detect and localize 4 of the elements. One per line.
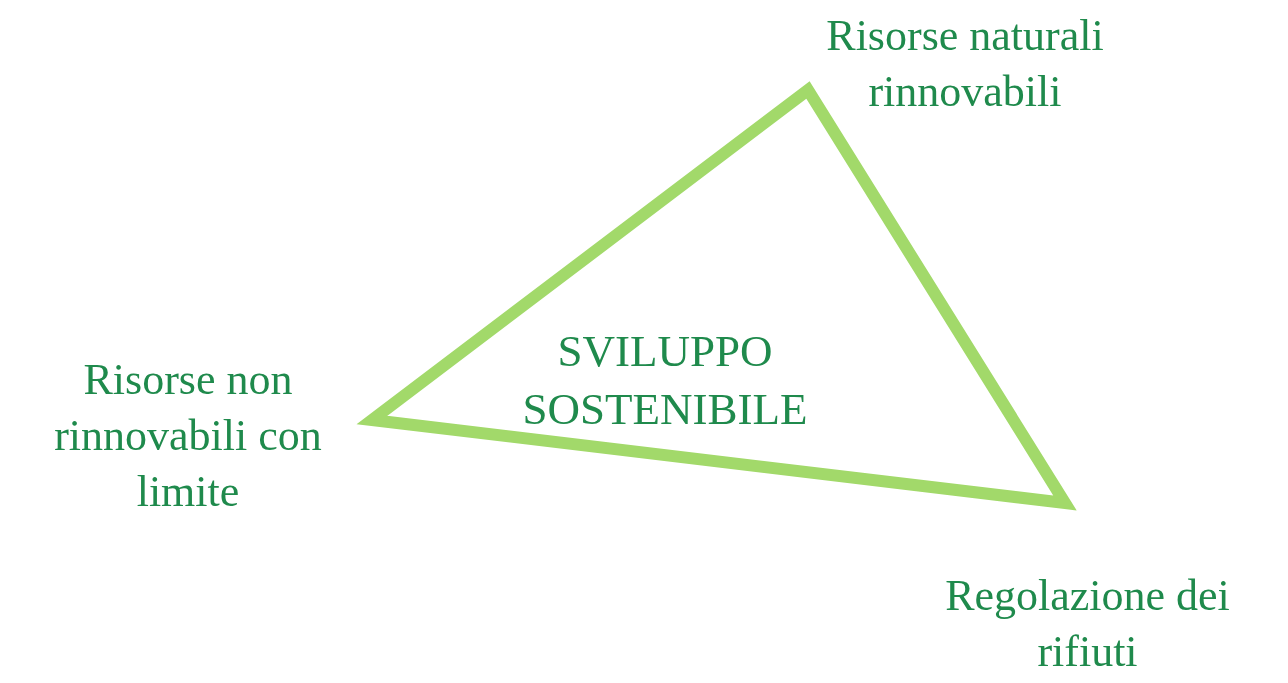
corner-label: Regolazione dei rifiuti [944, 570, 1231, 678]
corner-label: Risorse naturali rinnovabili [825, 10, 1105, 118]
corner-label: Risorse non rinnovabili con limite [53, 354, 323, 518]
center-title: SVILUPPO SOSTENIBILE [521, 325, 809, 436]
